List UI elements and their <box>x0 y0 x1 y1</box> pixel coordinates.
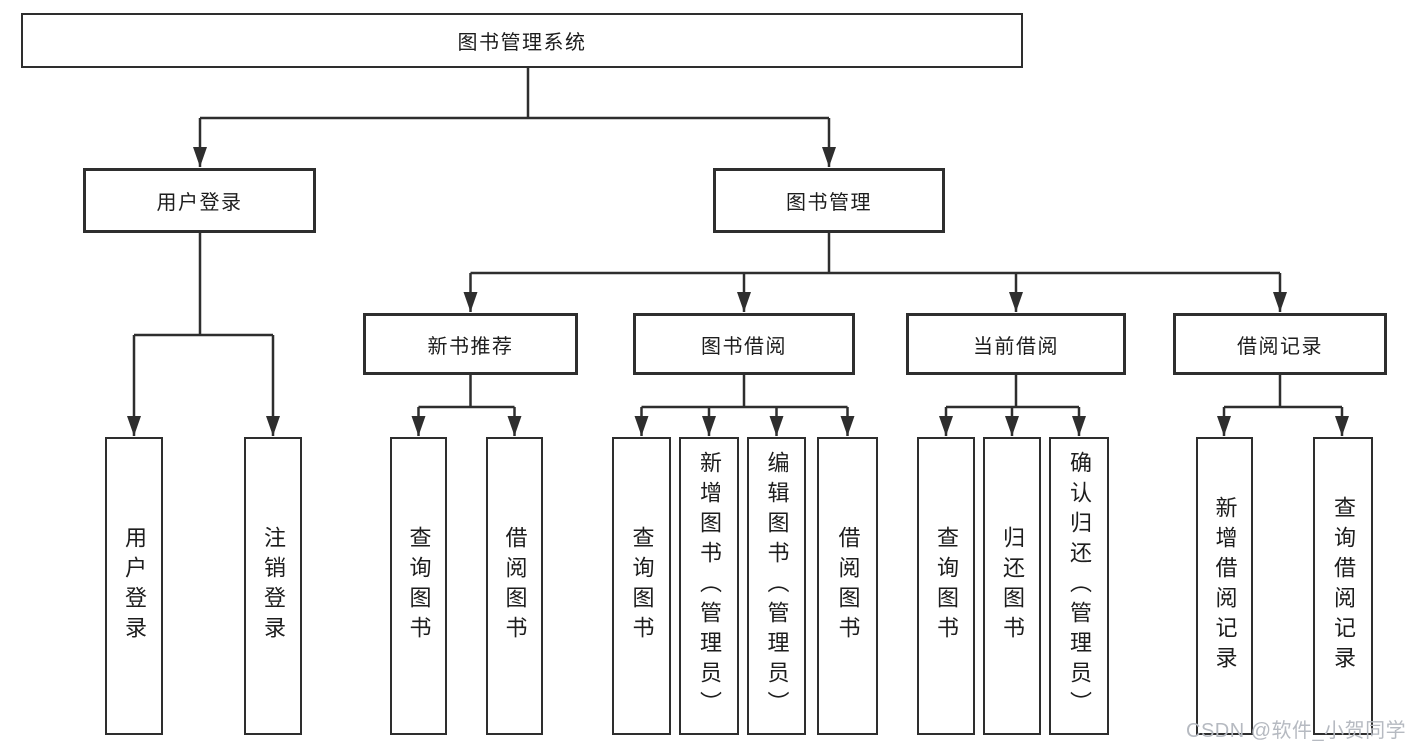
node-user-login: 用户登录 <box>83 168 316 233</box>
node-leaf-user-login: 用户登录 <box>105 437 163 735</box>
node-label: 用户登录 <box>122 526 147 646</box>
node-leaf-query-books-1: 查询图书 <box>390 437 447 735</box>
node-leaf-edit-books-admin: 编辑图书（管理员） <box>747 437 806 735</box>
node-label: 用户登录 <box>156 192 243 214</box>
node-book-management: 图书管理 <box>713 168 945 233</box>
node-label: 归还图书 <box>1000 526 1025 646</box>
node-label: 新增借阅记录 <box>1212 496 1238 676</box>
node-label: 新书推荐 <box>427 335 514 358</box>
node-label: 查询图书 <box>934 526 959 646</box>
node-label: 新增图书（管理员） <box>697 451 722 721</box>
node-leaf-borrow-books-2: 借阅图书 <box>817 437 878 735</box>
node-leaf-return-books: 归还图书 <box>983 437 1041 735</box>
node-label: 查询图书 <box>406 526 432 646</box>
node-label: 注销登录 <box>261 526 286 646</box>
node-new-book-recommend: 新书推荐 <box>363 313 578 375</box>
node-label: 图书管理 <box>786 192 872 214</box>
node-library-management-system: 图书管理系统 <box>21 13 1023 68</box>
node-leaf-query-borrow-record: 查询借阅记录 <box>1313 437 1373 735</box>
node-current-borrowing: 当前借阅 <box>906 313 1126 375</box>
node-borrowing-records: 借阅记录 <box>1173 313 1387 375</box>
node-leaf-confirm-return-admin: 确认归还（管理员） <box>1049 437 1109 735</box>
node-leaf-query-books-2: 查询图书 <box>612 437 671 735</box>
node-leaf-add-books-admin: 新增图书（管理员） <box>679 437 739 735</box>
node-leaf-query-books-3: 查询图书 <box>917 437 975 735</box>
node-label: 图书管理系统 <box>457 32 587 54</box>
node-label: 图书借阅 <box>701 335 787 358</box>
node-label: 确认归还（管理员） <box>1067 451 1092 721</box>
node-label: 编辑图书（管理员） <box>764 451 790 721</box>
node-label: 查询借阅记录 <box>1331 496 1356 676</box>
node-leaf-borrow-books-1: 借阅图书 <box>486 437 543 735</box>
node-label: 借阅图书 <box>502 526 528 646</box>
node-leaf-logout: 注销登录 <box>244 437 302 735</box>
node-label: 借阅图书 <box>835 526 861 646</box>
node-label: 当前借阅 <box>973 335 1059 358</box>
csdn-watermark: CSDN @软件_小贺同学 <box>1186 720 1405 742</box>
node-label: 借阅记录 <box>1237 335 1323 358</box>
node-leaf-add-borrow-record: 新增借阅记录 <box>1196 437 1253 735</box>
node-label: 查询图书 <box>629 526 655 646</box>
node-book-borrowing: 图书借阅 <box>633 313 855 375</box>
